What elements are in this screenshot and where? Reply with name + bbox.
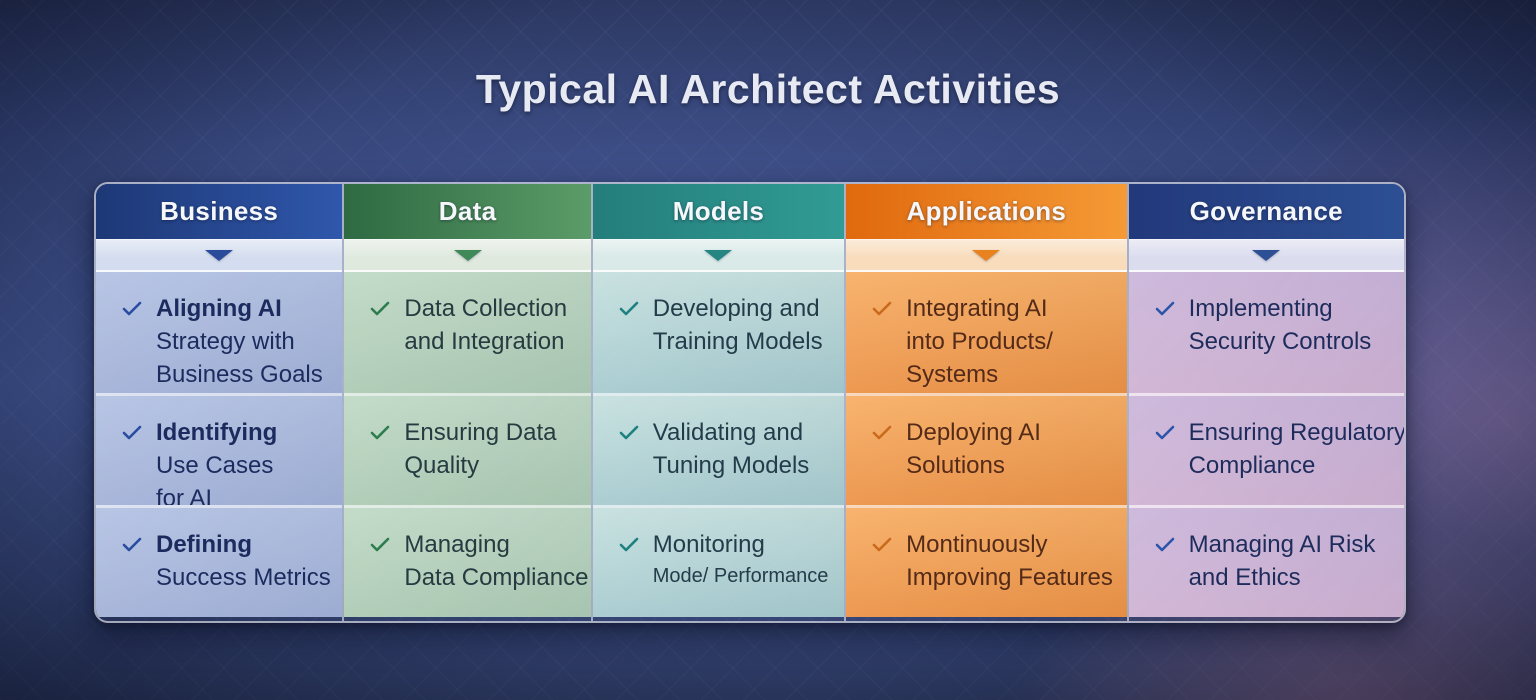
check-icon [120, 532, 146, 556]
activity-line: Success Metrics [156, 564, 331, 591]
activity-cell: Deploying AI Solutions [846, 393, 1127, 505]
activity-line: Mode/ Performance [652, 565, 829, 587]
activity-line: Validating and [652, 419, 804, 446]
activity-text: Montinuously Improving Features [906, 528, 1113, 617]
column-header: Governance [1128, 184, 1404, 239]
activity-line: Implementing [1188, 295, 1333, 322]
check-icon [617, 296, 643, 320]
activity-line: Defining [156, 531, 252, 558]
check-icon [368, 420, 394, 444]
check-icon [870, 296, 896, 320]
activity-cell: Integrating AI into Products/ Systems [846, 272, 1126, 393]
check-icon [1153, 532, 1179, 556]
check-icon [617, 532, 643, 556]
activity-cell: Managing Data Compliance [344, 505, 591, 617]
activity-line: Use Cases [156, 452, 274, 479]
activity-line: Solutions [906, 452, 1005, 479]
activity-line: Aligning AI [156, 295, 282, 322]
check-icon [368, 532, 394, 556]
activity-line: Systems [906, 361, 999, 388]
activity-text: Monitoring Mode/ Performance [653, 528, 829, 617]
activity-cell: Identifying Use Cases for AI [96, 393, 343, 512]
triangle-down-icon [453, 249, 482, 261]
column-governance: Governance Implementing Security Control… [1126, 184, 1406, 621]
activity-line: Managing [404, 531, 510, 558]
activity-line: Identifying [156, 419, 278, 446]
triangle-down-icon [205, 249, 234, 261]
activity-line: Ensuring Regulatory [1188, 419, 1406, 446]
activity-text: Validating and Tuning Models [653, 416, 810, 505]
page-title: Typical AI Architect Activities [475, 66, 1061, 112]
activity-line: Monitoring [652, 531, 765, 558]
activity-cell: Aligning AI Strategy with Business Goals [96, 272, 342, 393]
activity-text: Integrating AI into Products/ Systems [906, 292, 1053, 393]
activity-cell: Monitoring Mode/ Performance [592, 505, 845, 617]
activity-cell: Implementing Security Controls [1129, 272, 1404, 393]
check-icon [1153, 296, 1179, 320]
activity-cell: Developing and Training Models [593, 272, 844, 393]
activity-text: Managing AI Risk and Ethics [1189, 528, 1376, 617]
check-icon [870, 532, 896, 556]
activity-text: Ensuring Regulatory Compliance [1188, 416, 1406, 505]
activity-cell: Ensuring Data Quality [344, 393, 591, 505]
check-icon [1153, 420, 1179, 444]
activity-line: Training Models [652, 328, 823, 355]
column-data: Data Data Collection and Integration Ens… [342, 184, 591, 621]
activity-line: Managing AI Risk [1188, 531, 1376, 558]
column-applications: Applications Integrating AI into Product… [844, 184, 1127, 621]
check-icon [120, 296, 146, 320]
activity-line: Improving Features [906, 564, 1113, 591]
column-band [592, 239, 845, 272]
column-band [96, 239, 343, 272]
column-header: Applications [846, 184, 1127, 239]
check-icon [368, 296, 394, 320]
activity-line: Compliance [1188, 452, 1316, 479]
activity-text: Implementing Security Controls [1189, 292, 1372, 393]
activity-line: Deploying AI [906, 419, 1041, 446]
activity-text: Deploying AI Solutions [906, 416, 1041, 505]
activity-line: Quality [404, 452, 480, 479]
activity-line: Business Goals [156, 361, 323, 388]
column-models: Models Developing and Training Models Va… [590, 184, 845, 621]
column-header: Business [96, 184, 343, 239]
activity-cell: Managing AI Risk and Ethics [1128, 505, 1404, 617]
activity-cell: Ensuring Regulatory Compliance [1128, 393, 1406, 505]
activity-line: Developing and [652, 295, 820, 322]
activity-line: and Ethics [1188, 564, 1301, 591]
activity-line: Data Collection [404, 295, 568, 322]
activity-line: Montinuously [906, 531, 1048, 558]
activity-cell: Data Collection and Integration [344, 272, 590, 393]
activity-cell: Defining Success Metrics [96, 505, 343, 617]
activity-line: Security Controls [1188, 328, 1372, 355]
activity-line: Integrating AI [906, 295, 1048, 322]
activity-text: Identifying Use Cases for AI [156, 416, 278, 512]
triangle-down-icon [972, 249, 1001, 261]
activity-cell: Validating and Tuning Models [592, 393, 845, 505]
column-header: Data [344, 184, 591, 239]
activities-table: Business Aligning AI Strategy with Busin… [94, 182, 1406, 623]
activity-text: Developing and Training Models [653, 292, 823, 393]
activity-line: Tuning Models [652, 452, 810, 479]
activity-text: Managing Data Compliance [404, 528, 588, 617]
triangle-down-icon [1252, 249, 1281, 261]
column-header: Models [592, 184, 845, 239]
check-icon [870, 420, 896, 444]
activity-text: Aligning AI Strategy with Business Goals [156, 292, 323, 393]
column-band [344, 239, 591, 272]
column-band [846, 239, 1127, 272]
activity-line: Ensuring Data [404, 419, 557, 446]
activity-text: Ensuring Data Quality [404, 416, 556, 505]
activity-line: and Integration [404, 328, 565, 355]
activity-cell: Montinuously Improving Features [846, 505, 1127, 617]
column-business: Business Aligning AI Strategy with Busin… [96, 184, 343, 621]
column-band [1128, 239, 1404, 272]
triangle-down-icon [704, 249, 733, 261]
activity-text: Defining Success Metrics [156, 528, 331, 617]
activity-line: Strategy with [156, 328, 295, 355]
check-icon [120, 420, 146, 444]
check-icon [617, 420, 643, 444]
activity-line: Data Compliance [404, 564, 589, 591]
activity-text: Data Collection and Integration [404, 292, 567, 393]
activity-line: into Products/ [906, 328, 1053, 355]
